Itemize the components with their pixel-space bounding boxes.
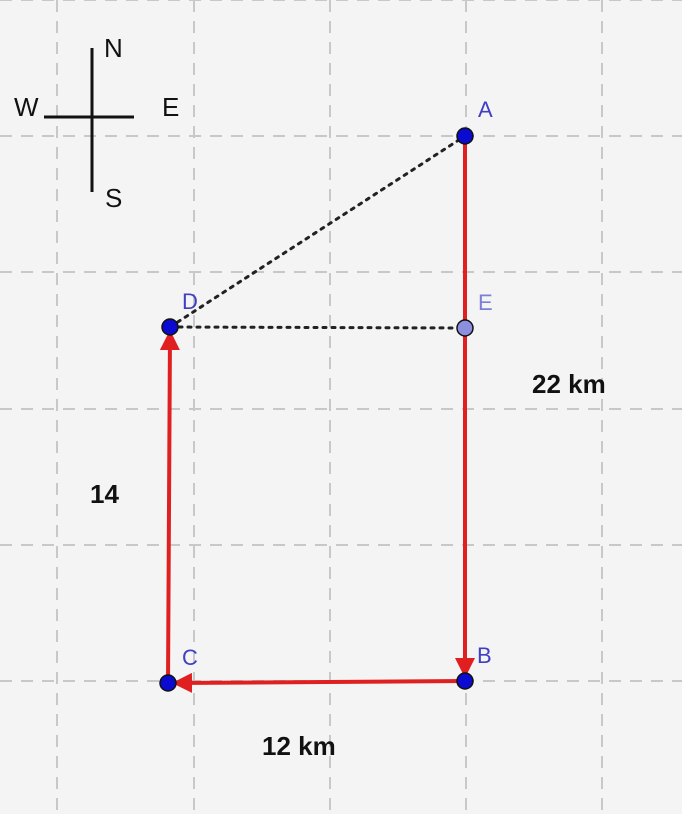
point-c: [159, 674, 177, 692]
route-segment-cd: [159, 330, 180, 685]
route: [159, 134, 475, 693]
dotted-line-de: [168, 325, 467, 330]
point-b-label: B: [477, 643, 492, 668]
point-d: [161, 318, 179, 336]
point-c-label: C: [182, 645, 198, 670]
point-a-label: A: [478, 97, 493, 122]
point-e-label: E: [478, 290, 493, 315]
point-d-label: D: [182, 289, 198, 314]
point-e: [456, 319, 474, 337]
distance-label-ab: 22 km: [532, 369, 606, 399]
route-segment-bc: [172, 672, 467, 693]
construction-lines: [168, 134, 467, 330]
distance-label-bc: 12 km: [262, 731, 336, 761]
distance-label-cd: 14: [90, 479, 119, 509]
point-a: [456, 127, 474, 145]
points: [159, 127, 474, 692]
compass-east-label: E: [162, 92, 179, 122]
compass-north-label: N: [104, 33, 123, 63]
point-b: [456, 672, 474, 690]
compass-south-label: S: [105, 183, 122, 213]
compass-west-label: W: [14, 92, 39, 122]
compass: N S E W: [14, 33, 179, 213]
